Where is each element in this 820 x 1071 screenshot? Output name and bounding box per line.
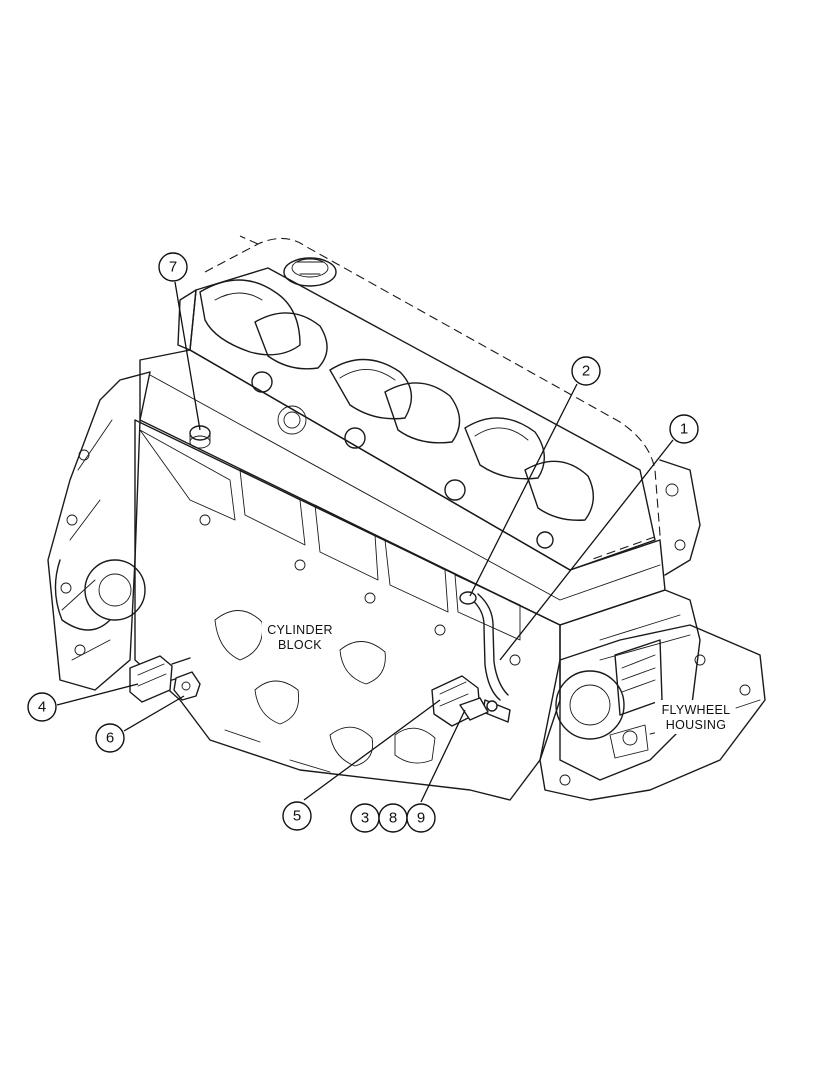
- engine-outline: [47, 235, 766, 801]
- leader-6: [123, 695, 185, 732]
- callout-leaders: [56, 281, 674, 803]
- leader-9: [420, 709, 466, 803]
- callout-8: 8: [378, 803, 408, 833]
- flywheel-housing-label-line1: FLYWHEEL: [662, 703, 731, 717]
- leader-7: [174, 281, 201, 431]
- callout-1: 1: [669, 414, 699, 444]
- fitting-6: [173, 671, 201, 701]
- leader-4: [56, 683, 139, 706]
- callout-9: 9: [406, 803, 436, 833]
- cylinder-block-label-line1: CYLINDER: [267, 623, 333, 637]
- callout-3: 3: [350, 803, 380, 833]
- flywheel-housing-label: FLYWHEEL HOUSING: [655, 700, 735, 734]
- callout-6: 6: [95, 723, 125, 753]
- callout-7-number: 7: [169, 259, 177, 276]
- callout-8-number: 8: [389, 810, 397, 827]
- sensor-block: [431, 675, 498, 727]
- callout-6-number: 6: [106, 730, 114, 747]
- cylinder-block-label-line2: BLOCK: [278, 638, 322, 652]
- leader-5: [303, 699, 441, 801]
- callout-4-number: 4: [38, 699, 46, 716]
- leader-1: [499, 439, 674, 661]
- fitting-7: [189, 425, 211, 449]
- callout-2: 2: [571, 356, 601, 386]
- callout-2-number: 2: [582, 363, 590, 380]
- callout-5-number: 5: [293, 808, 301, 825]
- callout-1-number: 1: [680, 421, 688, 438]
- leader-2: [469, 383, 578, 597]
- callout-4: 4: [27, 692, 57, 722]
- callout-5: 5: [282, 801, 312, 831]
- callout-9-number: 9: [417, 810, 425, 827]
- callout-7: 7: [158, 252, 188, 282]
- callout-3-number: 3: [361, 810, 369, 827]
- flywheel-housing-label-line2: HOUSING: [666, 718, 726, 732]
- cylinder-block-label: CYLINDER BLOCK: [262, 620, 338, 654]
- tube-assembly: [459, 591, 511, 723]
